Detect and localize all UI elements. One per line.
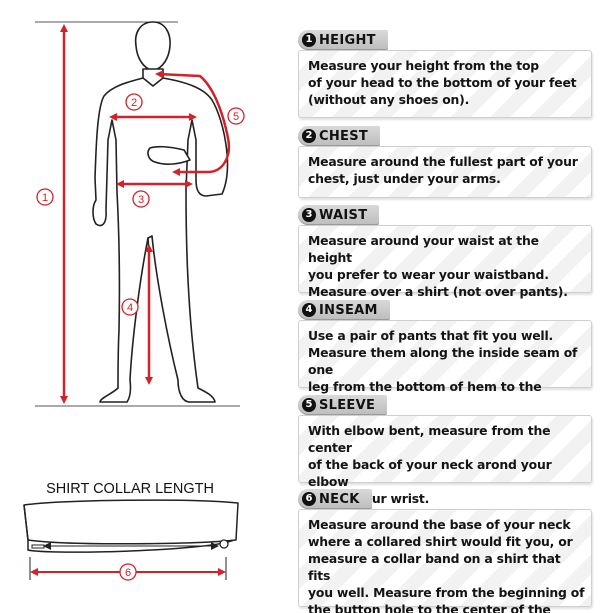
section-body: Use a pair of pants that fit you well. M…: [298, 320, 592, 411]
svg-text:4: 4: [127, 302, 133, 314]
section-title: HEIGHT: [319, 32, 376, 48]
sleeve-arrow: [155, 70, 231, 176]
section-line: Measure around the base of your neck: [308, 517, 571, 532]
section-number-badge: 1: [302, 33, 316, 47]
section-number-badge: 2: [302, 129, 316, 143]
section-title: NECK: [319, 491, 360, 507]
section-header: 2 CHEST: [298, 126, 381, 146]
section-line: Measure them along the inside seam of on…: [308, 345, 578, 377]
section-line: where a collared shirt would fit you, or: [308, 534, 573, 549]
section-line: Use a pair of pants that fit you well.: [308, 328, 554, 343]
section-line: measure a collar band on a shirt that fi…: [308, 551, 561, 583]
section-line: Measure your height from the top: [308, 58, 539, 73]
svg-text:2: 2: [131, 97, 137, 109]
marker-2: 2: [125, 93, 143, 111]
section-number-badge: 4: [302, 303, 316, 317]
section-line: Measure over a shirt (not over pants).: [308, 284, 568, 299]
section-title: CHEST: [319, 128, 369, 144]
section-line: of your head to the bottom of your feet: [308, 75, 577, 90]
svg-text:6: 6: [125, 567, 131, 579]
section-title: WAIST: [319, 207, 368, 223]
body-silhouette: [92, 21, 229, 403]
marker-1: 1: [36, 188, 54, 206]
section-line: chest, just under your arms.: [308, 171, 501, 186]
section-neck: 6 NECK Measure around the base of your n…: [298, 489, 592, 613]
svg-text:1: 1: [42, 192, 48, 204]
collar-title: SHIRT COLLAR LENGTH: [46, 481, 214, 497]
section-header: 6 NECK: [298, 489, 372, 509]
section-inseam: 4 INSEAM Use a pair of pants that fit yo…: [298, 300, 592, 411]
section-line: Measure around the fullest part of your: [308, 154, 578, 169]
section-height: 1 HEIGHT Measure your height from the to…: [298, 30, 592, 118]
section-line: the button hole to the center of the but…: [308, 602, 551, 613]
section-line: you well. Measure from the beginning of: [308, 585, 585, 600]
measurement-figure: 1 2 3 4 5 SHIRT COLLAR LENGTH 6: [23, 21, 245, 581]
marker-5: 5: [227, 107, 245, 125]
section-number-badge: 3: [302, 208, 316, 222]
svg-text:5: 5: [233, 111, 239, 123]
section-body: Measure around your waist at the height …: [298, 225, 592, 299]
marker-6: 6: [119, 563, 137, 581]
collar-band: [23, 499, 239, 553]
section-sleeve: 5 SLEEVE With elbow bent, measure from t…: [298, 395, 592, 506]
section-header: 3 WAIST: [298, 205, 380, 225]
svg-text:3: 3: [138, 194, 144, 206]
section-title: INSEAM: [319, 302, 378, 318]
section-line: Measure around your waist at the height: [308, 233, 539, 265]
section-number-badge: 6: [302, 492, 316, 506]
collar-button: [219, 539, 229, 549]
section-body: Measure around the base of your neck whe…: [298, 509, 592, 613]
section-line: (without any shoes on).: [308, 92, 470, 107]
section-body: Measure your height from the top of your…: [298, 50, 592, 118]
marker-4: 4: [121, 298, 139, 316]
section-header: 5 SLEEVE: [298, 395, 388, 415]
section-chest: 2 CHEST Measure around the fullest part …: [298, 126, 592, 198]
section-body: With elbow bent, measure from the center…: [298, 415, 592, 506]
section-title: SLEEVE: [319, 397, 376, 413]
section-number-badge: 5: [302, 398, 316, 412]
section-header: 1 HEIGHT: [298, 30, 388, 50]
section-line: of the back of your neck arond your elbo…: [308, 457, 552, 489]
section-line: With elbow bent, measure from the center: [308, 423, 551, 455]
section-line: you prefer to wear your waistband.: [308, 267, 549, 282]
section-body: Measure around the fullest part of your …: [298, 146, 592, 198]
button-hole: [31, 544, 45, 549]
section-waist: 3 WAIST Measure around your waist at the…: [298, 205, 592, 299]
marker-3: 3: [132, 190, 150, 208]
section-header: 4 INSEAM: [298, 300, 390, 320]
